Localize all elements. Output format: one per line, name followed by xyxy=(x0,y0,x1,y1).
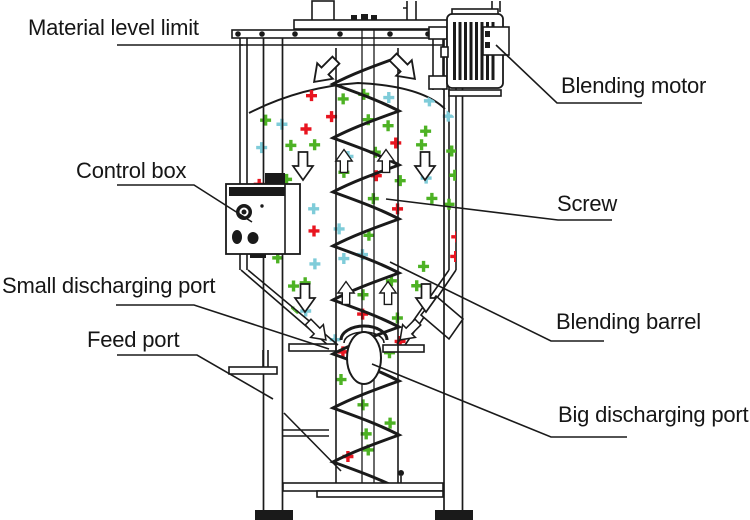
label-control-box: Control box xyxy=(76,158,187,183)
support-frame xyxy=(228,38,473,520)
label-blending-barrel: Blending barrel xyxy=(556,309,701,334)
label-big-discharging-port: Big discharging port xyxy=(558,402,749,427)
label-screw: Screw xyxy=(557,191,618,216)
top-lid-assembly xyxy=(231,0,453,46)
flow-arrows xyxy=(291,52,438,341)
big-discharging-port xyxy=(339,324,389,385)
label-blending-motor: Blending motor xyxy=(561,73,707,98)
material-pellets xyxy=(248,83,456,462)
screw-helix xyxy=(329,55,403,491)
feed-port-shelf xyxy=(228,366,278,375)
small-discharging-port xyxy=(288,343,337,352)
control-button xyxy=(247,232,259,244)
feed-chute xyxy=(283,412,342,472)
leader-lines xyxy=(116,44,642,438)
label-material-level-limit: Material level limit xyxy=(28,15,199,40)
label-small-discharging-port: Small discharging port xyxy=(2,273,216,298)
control-box xyxy=(225,173,301,258)
label-feed-port: Feed port xyxy=(87,327,180,352)
blending-motor xyxy=(428,1,510,97)
blending-barrel-walls xyxy=(239,38,457,270)
control-button xyxy=(232,230,242,244)
